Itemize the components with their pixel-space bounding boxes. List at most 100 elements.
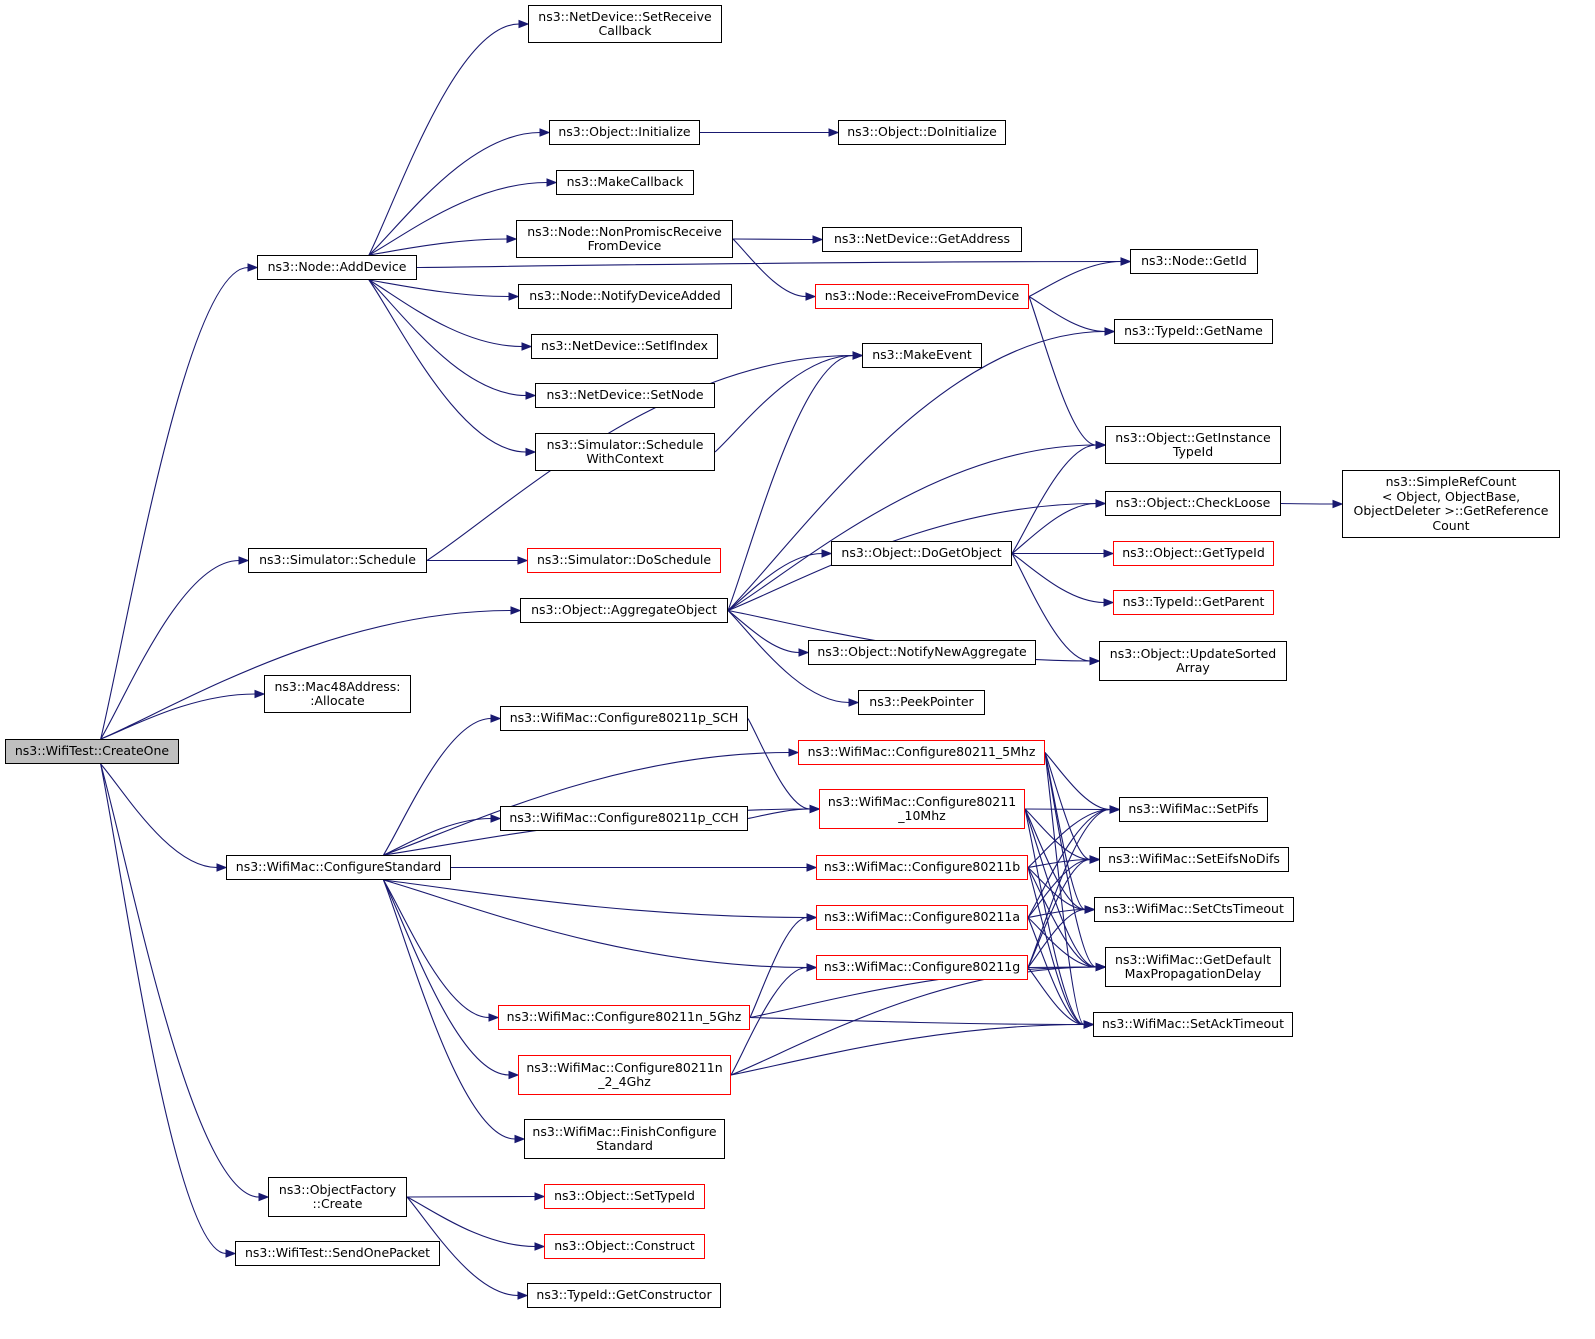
node-cfgpsch[interactable]: ns3::WifiMac::Configure80211p_SCH xyxy=(500,706,748,731)
arrowhead-cfgn24-setack xyxy=(1083,1020,1095,1029)
node-label: ns3::Object::UpdateSorted Array xyxy=(1109,645,1277,675)
node-label: ns3::WifiTest::CreateOne xyxy=(14,743,170,759)
node-setnode[interactable]: ns3::NetDevice::SetNode xyxy=(535,383,715,408)
node-label: ns3::Object::Construct xyxy=(554,1238,695,1254)
edge-recvfrom-getinst xyxy=(1028,296,1097,446)
node-peekptr[interactable]: ns3::PeekPointer xyxy=(858,690,985,715)
node-getparent[interactable]: ns3::TypeId::GetParent xyxy=(1113,590,1274,615)
node-label: ns3::Node::ReceiveFromDevice xyxy=(824,288,1020,304)
node-cfgstd[interactable]: ns3::WifiMac::ConfigureStandard xyxy=(226,855,451,880)
node-cfg5mhz[interactable]: ns3::WifiMac::Configure80211_5Mhz xyxy=(798,740,1045,765)
edge-checkloose-simpleref xyxy=(1280,502,1334,505)
node-setpifs[interactable]: ns3::WifiMac::SetPifs xyxy=(1119,797,1268,822)
node-label: ns3::Simulator::DoSchedule xyxy=(536,552,712,568)
edge-root-sendone xyxy=(100,763,227,1255)
node-label: ns3::WifiMac::Configure80211a xyxy=(824,909,1020,925)
node-label: ns3::Object::NotifyNewAggregate xyxy=(817,644,1027,660)
node-notifydev[interactable]: ns3::Node::NotifyDeviceAdded xyxy=(518,284,732,309)
node-label: ns3::TypeId::GetParent xyxy=(1122,594,1265,610)
node-getctor[interactable]: ns3::TypeId::GetConstructor xyxy=(527,1283,721,1308)
node-objdoinit[interactable]: ns3::Object::DoInitialize xyxy=(838,120,1006,145)
arrowhead-aggobj-peekptr xyxy=(848,698,860,707)
node-finishcfg[interactable]: ns3::WifiMac::FinishConfigure Standard xyxy=(524,1119,725,1159)
node-cfgn24[interactable]: ns3::WifiMac::Configure80211n _2_4Ghz xyxy=(518,1055,731,1095)
node-aggobj[interactable]: ns3::Object::AggregateObject xyxy=(520,598,728,623)
arrowhead-recvfrom-getid xyxy=(1120,257,1132,266)
node-label: ns3::WifiMac::SetEifsNoDifs xyxy=(1108,851,1280,867)
arrowhead-root-aggobj xyxy=(510,606,522,615)
node-construct[interactable]: ns3::Object::Construct xyxy=(544,1234,705,1259)
node-recvfrom[interactable]: ns3::Node::ReceiveFromDevice xyxy=(815,284,1029,309)
node-notifynew[interactable]: ns3::Object::NotifyNewAggregate xyxy=(808,640,1036,665)
node-sendone[interactable]: ns3::WifiTest::SendOnePacket xyxy=(235,1241,440,1266)
arrowhead-cfgpcch-cfg10mhz xyxy=(809,804,821,814)
edge-cfgb-setack xyxy=(1027,867,1085,1026)
node-cfga[interactable]: ns3::WifiMac::Configure80211a xyxy=(816,905,1028,930)
node-getid[interactable]: ns3::Node::GetId xyxy=(1130,249,1258,274)
arrowhead-cfgstd-cfgn5 xyxy=(488,1013,500,1022)
node-getinst[interactable]: ns3::Object::GetInstance TypeId xyxy=(1105,426,1281,464)
node-checkloose[interactable]: ns3::Object::CheckLoose xyxy=(1105,491,1281,516)
node-updsorted[interactable]: ns3::Object::UpdateSorted Array xyxy=(1099,641,1287,681)
node-makeevent[interactable]: ns3::MakeEvent xyxy=(862,343,982,368)
node-mac48[interactable]: ns3::Mac48Address: :Allocate xyxy=(264,675,411,713)
node-label: ns3::SimpleRefCount < Object, ObjectBase… xyxy=(1353,474,1549,533)
edge-cfgg-setpifs xyxy=(1027,808,1111,968)
node-dosched[interactable]: ns3::Simulator::DoSchedule xyxy=(527,548,721,573)
edge-root-adddev xyxy=(100,266,249,740)
node-label: ns3::MakeCallback xyxy=(566,174,684,190)
edge-aggobj-makeevent xyxy=(727,354,854,611)
node-label: ns3::WifiMac::FinishConfigure Standard xyxy=(532,1123,717,1153)
edge-aggobj-notifynew xyxy=(727,610,800,654)
node-setack[interactable]: ns3::WifiMac::SetAckTimeout xyxy=(1093,1012,1293,1037)
edge-cfga-seteifs xyxy=(1027,858,1091,918)
arrowhead-cfgstd-finishcfg xyxy=(514,1134,526,1144)
node-label: ns3::Object::DoGetObject xyxy=(841,545,1002,561)
node-objinit[interactable]: ns3::Object::Initialize xyxy=(549,120,700,145)
arrowhead-adddev-nonprom xyxy=(506,234,518,244)
node-setif[interactable]: ns3::NetDevice::SetIfIndex xyxy=(531,334,718,359)
node-getname[interactable]: ns3::TypeId::GetName xyxy=(1114,319,1273,344)
node-dogetobj[interactable]: ns3::Object::DoGetObject xyxy=(831,541,1012,566)
node-getdefmax[interactable]: ns3::WifiMac::GetDefault MaxPropagationD… xyxy=(1105,947,1281,987)
edge-objfact-settypeid xyxy=(406,1195,536,1198)
edge-root-cfgstd xyxy=(100,763,218,869)
edge-root-objfact xyxy=(100,763,260,1198)
node-label: ns3::Mac48Address: :Allocate xyxy=(274,678,401,708)
node-schedctx[interactable]: ns3::Simulator::Schedule WithContext xyxy=(535,433,715,471)
node-cfg10mhz[interactable]: ns3::WifiMac::Configure80211 _10Mhz xyxy=(819,789,1025,829)
node-cfgn5[interactable]: ns3::WifiMac::Configure80211n_5Ghz xyxy=(498,1005,750,1030)
edge-adddev-setrecv xyxy=(368,23,520,256)
node-gettypeid[interactable]: ns3::Object::GetTypeId xyxy=(1113,541,1274,566)
edge-dogetobj-getparent xyxy=(1011,553,1105,604)
node-makecb[interactable]: ns3::MakeCallback xyxy=(556,170,694,195)
node-label: ns3::WifiMac::Configure80211g xyxy=(823,959,1021,975)
edge-aggobj-peekptr xyxy=(727,610,850,704)
node-adddev[interactable]: ns3::Node::AddDevice xyxy=(257,255,417,280)
node-label: ns3::Simulator::Schedule xyxy=(259,552,416,568)
node-cfgpcch[interactable]: ns3::WifiMac::Configure80211p_CCH xyxy=(500,806,748,831)
node-sched[interactable]: ns3::Simulator::Schedule xyxy=(248,548,427,573)
arrowhead-dogetobj-getinst xyxy=(1095,440,1107,450)
node-label: ns3::WifiMac::GetDefault MaxPropagationD… xyxy=(1115,951,1271,981)
edge-cfgn5-setack xyxy=(749,1016,1085,1026)
node-setrecv[interactable]: ns3::NetDevice::SetReceive Callback xyxy=(528,5,722,43)
arrowhead-root-mac48 xyxy=(254,689,266,699)
node-cfgb[interactable]: ns3::WifiMac::Configure80211b xyxy=(816,855,1028,880)
edge-adddev-setnode xyxy=(368,279,527,397)
node-simpleref[interactable]: ns3::SimpleRefCount < Object, ObjectBase… xyxy=(1342,470,1560,538)
edge-dogetobj-getinst xyxy=(1011,444,1097,554)
node-setcts[interactable]: ns3::WifiMac::SetCtsTimeout xyxy=(1094,897,1294,922)
arrowhead-cfgstd-cfgpsch xyxy=(490,714,502,723)
node-nonprom[interactable]: ns3::Node::NonPromiscReceive FromDevice xyxy=(516,220,733,258)
node-seteifs[interactable]: ns3::WifiMac::SetEifsNoDifs xyxy=(1099,847,1289,872)
node-label: ns3::TypeId::GetName xyxy=(1124,323,1263,339)
arrowhead-adddev-setnode xyxy=(525,391,537,400)
node-objfact[interactable]: ns3::ObjectFactory ::Create xyxy=(268,1177,407,1217)
node-getaddr[interactable]: ns3::NetDevice::GetAddress xyxy=(822,227,1022,252)
node-cfgg[interactable]: ns3::WifiMac::Configure80211g xyxy=(816,955,1028,980)
node-settypeid[interactable]: ns3::Object::SetTypeId xyxy=(544,1184,705,1209)
node-label: ns3::Object::GetTypeId xyxy=(1122,545,1265,561)
arrowhead-root-adddev xyxy=(247,263,259,272)
